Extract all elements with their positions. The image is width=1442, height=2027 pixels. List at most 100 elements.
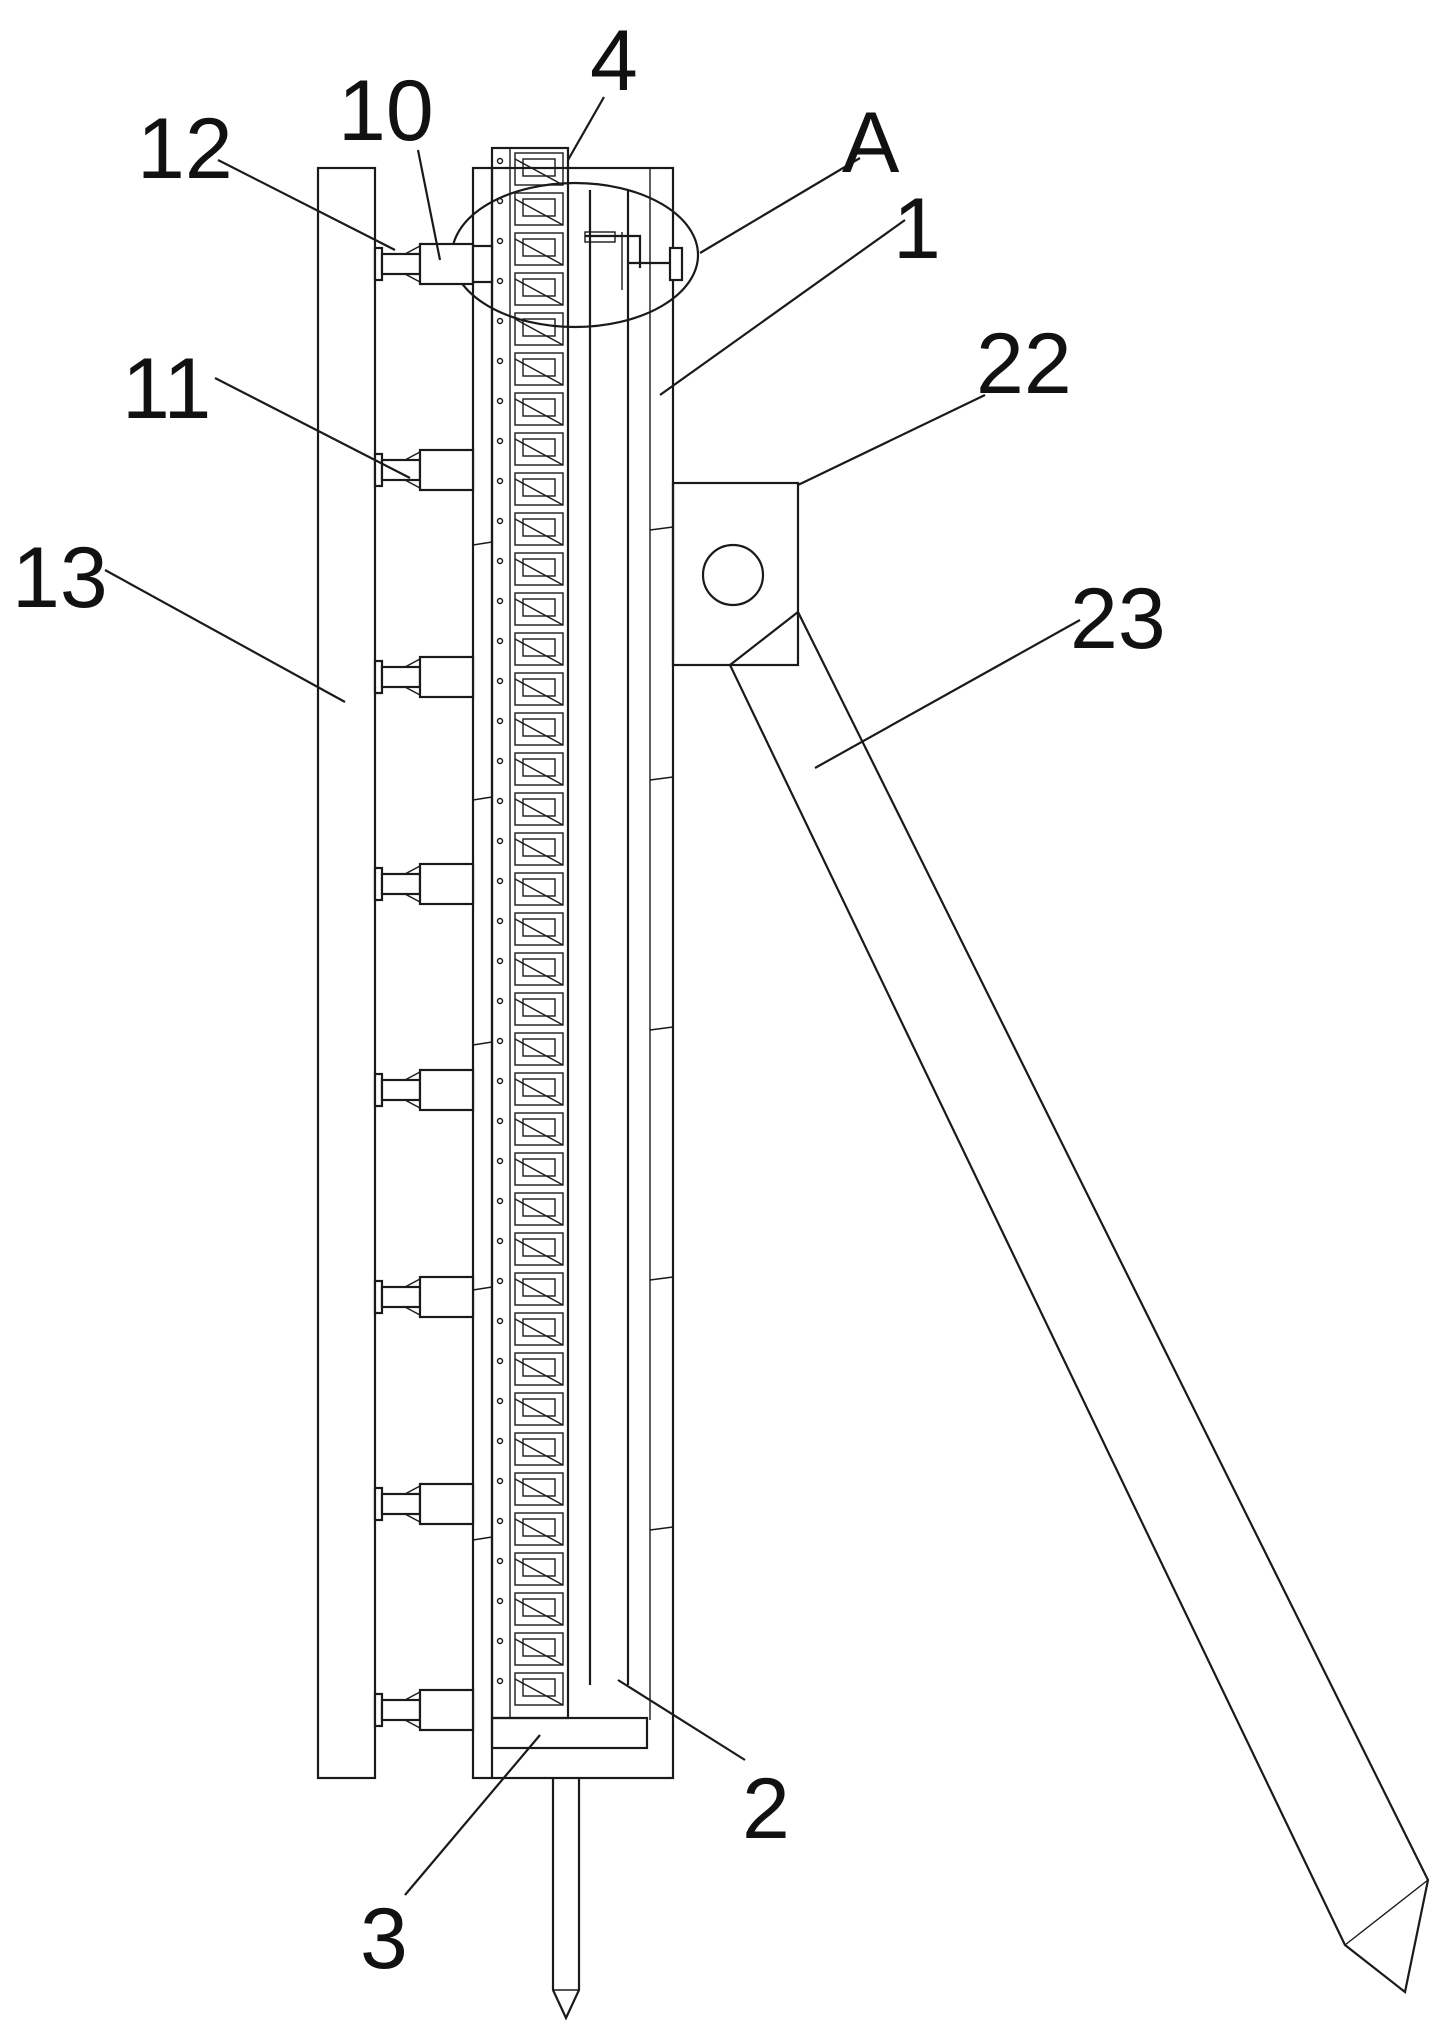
cartridge-slant [515, 1479, 563, 1505]
cartridge-cell [515, 873, 563, 905]
leader-23 [815, 620, 1080, 768]
rod-assembly [375, 450, 473, 490]
cartridge-dot [498, 479, 503, 484]
cartridge-cell [515, 953, 563, 985]
cartridge-slant [515, 1039, 563, 1065]
cartridge-slant [515, 919, 563, 945]
rod-assemblies [375, 244, 492, 1730]
cartridge-label-box [523, 1039, 555, 1056]
cartridge-slant [515, 1439, 563, 1465]
rod-taper-bottom [405, 480, 420, 488]
cartridge-dot [498, 239, 503, 244]
cartridge-label-box [523, 799, 555, 816]
cartridge-slant [515, 439, 563, 465]
bottom-block [492, 1718, 647, 1748]
rod-taper-bottom [405, 687, 420, 695]
cartridge-slant [515, 199, 563, 225]
cartridge-cell [515, 793, 563, 825]
cartridge-cell [515, 433, 563, 465]
cartridge-dot [498, 1599, 503, 1604]
cartridge-cell [515, 913, 563, 945]
cartridge-dot [498, 1319, 503, 1324]
cartridge-slant [515, 1599, 563, 1625]
rod-shaft [382, 254, 420, 274]
cartridge-slant [515, 879, 563, 905]
cartridge-slant [515, 679, 563, 705]
left-wall-tick [473, 1537, 492, 1540]
label-4: 4 [590, 13, 638, 109]
cartridge-slant [515, 719, 563, 745]
cartridge-slant [515, 959, 563, 985]
cartridge-dot [498, 1559, 503, 1564]
cartridge-cell [515, 273, 563, 305]
cartridge-dot [498, 1279, 503, 1284]
cartridge-cell [515, 673, 563, 705]
cartridge-dot [498, 1639, 503, 1644]
cartridge-dot [498, 279, 503, 284]
cylinder-barrel [420, 1484, 473, 1524]
cylinder-barrel [420, 1070, 473, 1110]
cartridge-slant [515, 1119, 563, 1145]
right-wall-tick [650, 527, 673, 530]
cartridge-label-box [523, 1479, 555, 1496]
cartridge-dot [498, 519, 503, 524]
cartridge-label-box [523, 1239, 555, 1256]
cartridge-stack [498, 153, 564, 1705]
cartridge-dot [498, 719, 503, 724]
rod-shaft [382, 667, 420, 687]
rod-assembly [375, 1484, 473, 1524]
cartridge-dot [498, 1119, 503, 1124]
cartridge-slant [515, 1399, 563, 1425]
cartridge-cell [515, 313, 563, 345]
right-wall-tick [650, 1027, 673, 1030]
cartridge-label-box [523, 999, 555, 1016]
cartridge-cell [515, 1153, 563, 1185]
cartridge-cell [515, 633, 563, 665]
cylinder-barrel [420, 864, 473, 904]
cartridge-label-box [523, 1519, 555, 1536]
cartridge-label-box [523, 479, 555, 496]
cartridge-dot [498, 679, 503, 684]
label-2: 2 [742, 1761, 790, 1857]
cartridge-slant [515, 1239, 563, 1265]
cartridge-cell [515, 1473, 563, 1505]
pivot-block [673, 483, 798, 665]
cylinder-barrel [420, 1277, 473, 1317]
cartridge-label-box [523, 199, 555, 216]
cartridge-label-box [523, 1599, 555, 1616]
cartridge-dot [498, 439, 503, 444]
label-23: 23 [1070, 571, 1166, 667]
cartridge-label-box [523, 1279, 555, 1296]
rod-assembly [375, 1690, 473, 1730]
cartridge-label-box [523, 1199, 555, 1216]
cartridge-label-box [523, 279, 555, 296]
cartridge-cell [515, 1273, 563, 1305]
cartridge-label-box [523, 1359, 555, 1376]
cartridge-dot [498, 1519, 503, 1524]
cartridge-label-box [523, 719, 555, 736]
rod-shaft [382, 1080, 420, 1100]
cartridge-slant [515, 759, 563, 785]
housing-ticks [473, 527, 673, 1540]
cylinder-extension [473, 246, 492, 282]
cartridge-slant [515, 159, 563, 185]
rod-taper-top [405, 1486, 420, 1494]
cartridge-label-box [523, 239, 555, 256]
rod-assembly [375, 864, 473, 904]
cartridge-slant [515, 1519, 563, 1545]
label-11: 11 [122, 341, 211, 437]
cartridge-label-box [523, 1159, 555, 1176]
cartridge-dot [498, 919, 503, 924]
cartridge-slant [515, 1159, 563, 1185]
cylinder-barrel [420, 1690, 473, 1730]
cartridge-label-box [523, 359, 555, 376]
left-wall-tick [473, 1287, 492, 1290]
rod-assembly [375, 244, 492, 284]
cartridge-label-box [523, 439, 555, 456]
detail-bolt-head [670, 248, 682, 280]
cartridge-dot [498, 1159, 503, 1164]
cartridge-label-box [523, 959, 555, 976]
cartridge-slant [515, 1359, 563, 1385]
label-a: A [842, 95, 900, 191]
cartridge-label-box [523, 879, 555, 896]
